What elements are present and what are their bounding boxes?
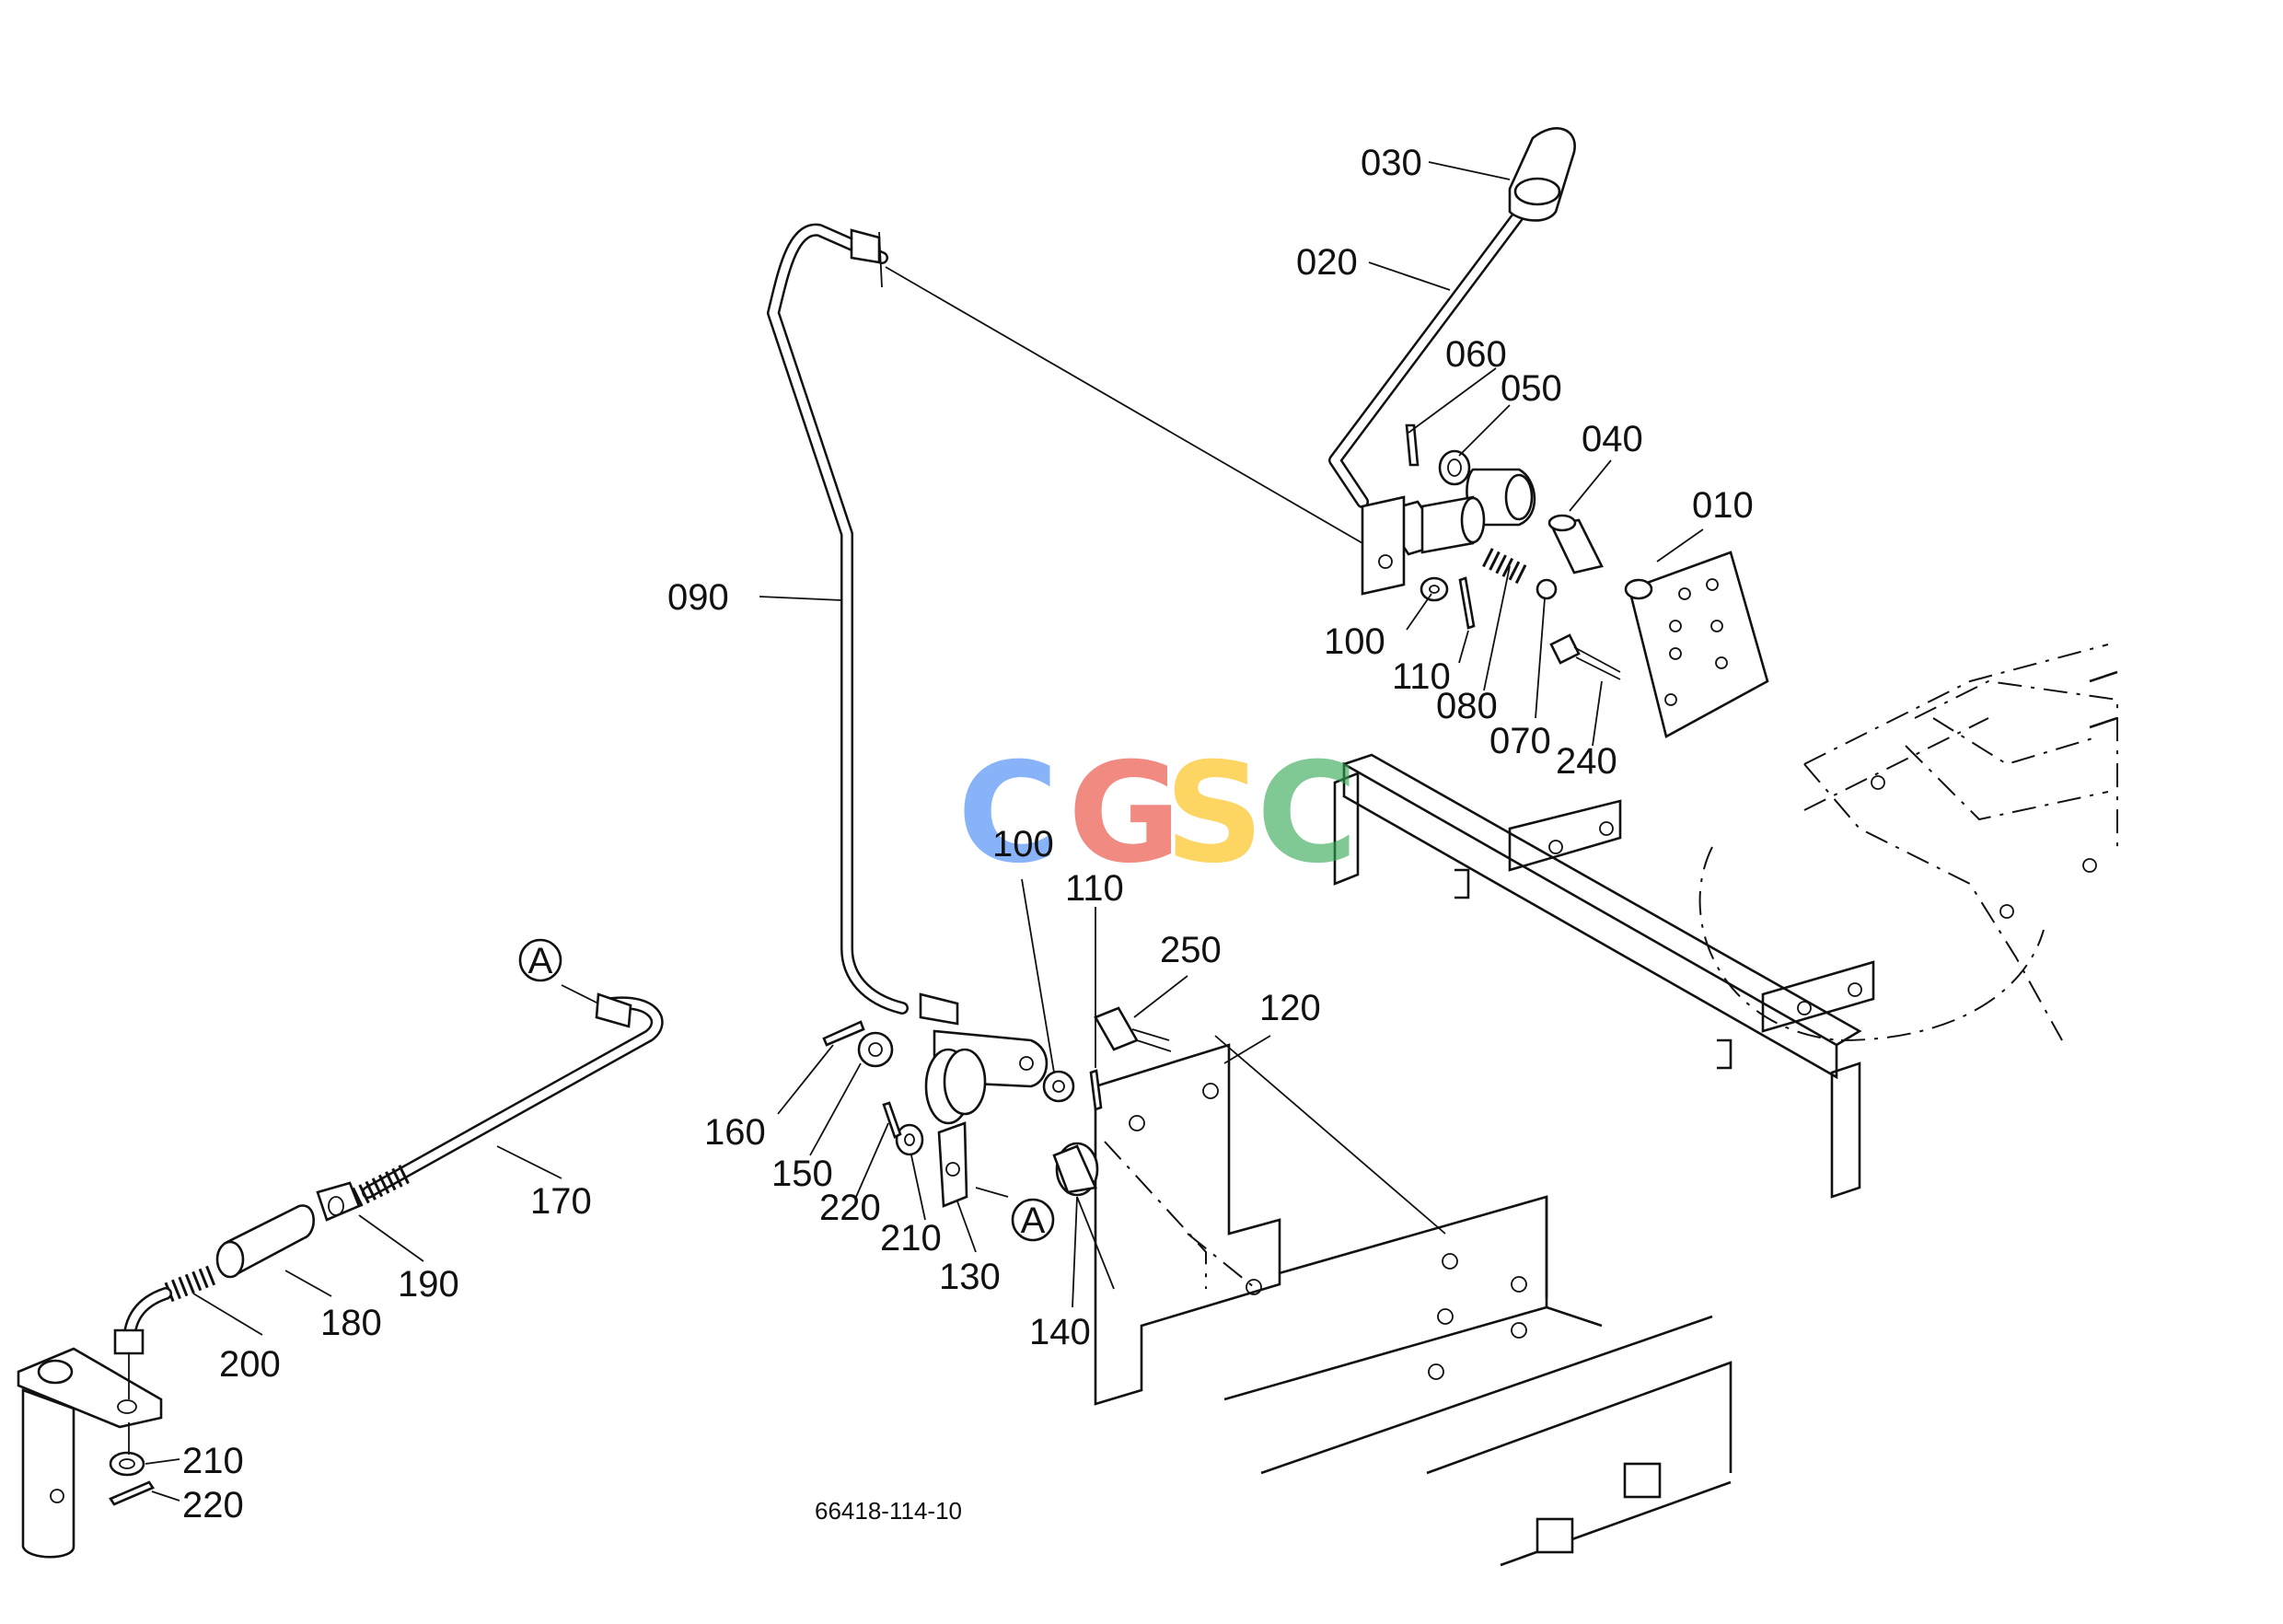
part-label: 240: [1556, 741, 1617, 782]
part-label: 040: [1582, 419, 1643, 459]
rod-170-assembly: [17, 984, 664, 1559]
part-label: 250: [1160, 930, 1222, 970]
watermark-letter: S: [1165, 734, 1264, 894]
part-label: 100: [992, 824, 1054, 864]
lever-assembly: [1328, 127, 1769, 738]
callout-a-bottom: A: [1011, 1198, 1055, 1242]
callout-a-top-label: A: [528, 941, 553, 981]
drawing-number: 66418-114-10: [815, 1497, 962, 1525]
part-label: 150: [771, 1154, 833, 1194]
part-label: 200: [219, 1344, 281, 1385]
part-label: 140: [1029, 1312, 1091, 1352]
assembly-line: [885, 266, 1363, 544]
part-label: 180: [320, 1303, 382, 1343]
part-label: 220: [182, 1485, 244, 1525]
watermark-letter: C: [1257, 734, 1358, 894]
watermark-letter: G: [1068, 734, 1181, 894]
part-label: 130: [939, 1257, 1001, 1297]
part-label: 120: [1259, 988, 1321, 1028]
part-label: 050: [1501, 368, 1562, 409]
watermark-letter: C: [957, 734, 1059, 894]
part-label: 210: [880, 1218, 942, 1259]
part-label: 030: [1361, 143, 1422, 183]
part-labels: 010 020 030 040 050 060 070 080 090 100 …: [182, 143, 1754, 1525]
watermark: C G S C: [957, 734, 1358, 894]
callout-a-bottom-label: A: [1021, 1201, 1046, 1241]
part-label: 020: [1296, 242, 1358, 283]
floor-panels: [1223, 1195, 1733, 1567]
part-label: 010: [1692, 485, 1754, 526]
part-label: 220: [819, 1188, 881, 1228]
pivot-bracket-assembly: [822, 1006, 1281, 1406]
part-label: 110: [1392, 656, 1451, 697]
part-label: 160: [704, 1112, 766, 1153]
part-label: 090: [667, 577, 729, 618]
callout-a-top: A: [518, 938, 562, 982]
part-label: 190: [398, 1264, 459, 1305]
rod-090: [767, 223, 959, 1026]
part-label: 060: [1445, 334, 1507, 375]
machine-frame: [1333, 644, 2118, 1199]
part-label: 100: [1324, 621, 1385, 662]
part-label: 080: [1436, 686, 1498, 726]
part-label: 210: [182, 1441, 244, 1481]
part-label: 170: [530, 1181, 592, 1222]
part-label: 110: [1065, 868, 1124, 909]
leader-lines: [145, 161, 1704, 1502]
part-label: 070: [1489, 721, 1551, 761]
